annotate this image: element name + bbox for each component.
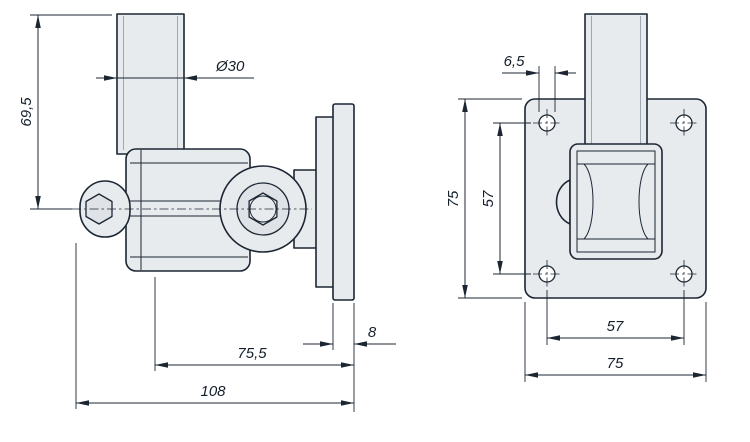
dim-plate-width-text: 75 [607,355,624,372]
dim-flange-thickness-text: 8 [368,324,377,341]
clamp-detail-lines [130,150,248,270]
tube-wall-lines [123,16,178,150]
front-view [524,13,707,299]
dim-overall-depth-text: 108 [200,383,226,400]
front-view-dimensions: 6,5 75 57 57 75 [445,53,707,382]
clamp-front-inner [576,150,656,253]
corner-holes [533,109,698,288]
arrowhead [184,75,197,81]
side-view-dimensions: 69,5 Ø30 8 75,5 108 [18,14,396,412]
dim-hole-diameter-text: 6,5 [504,53,526,70]
hex-bolt-head [248,192,278,226]
hex-nut [85,193,113,225]
flange-plate-edge [332,103,355,301]
dim-axis-to-face-text: 75,5 [237,345,267,362]
clamp-saddle-lines [577,163,655,240]
dim-hole-pitch-vertical-text: 57 [480,190,497,207]
dim-height-text: 69,5 [18,97,35,127]
flange-hub [315,116,336,288]
tube-front [584,13,648,150]
dim-hole-pitch-horizontal-text: 57 [607,318,624,335]
tube-wall-lines [591,16,641,147]
clamp-front [569,143,663,260]
side-view [72,13,355,301]
dim-plate-height-text: 75 [445,190,462,207]
arrowhead [104,75,117,81]
dim-diameter-text: Ø30 [215,58,245,75]
tube-side [116,13,185,155]
